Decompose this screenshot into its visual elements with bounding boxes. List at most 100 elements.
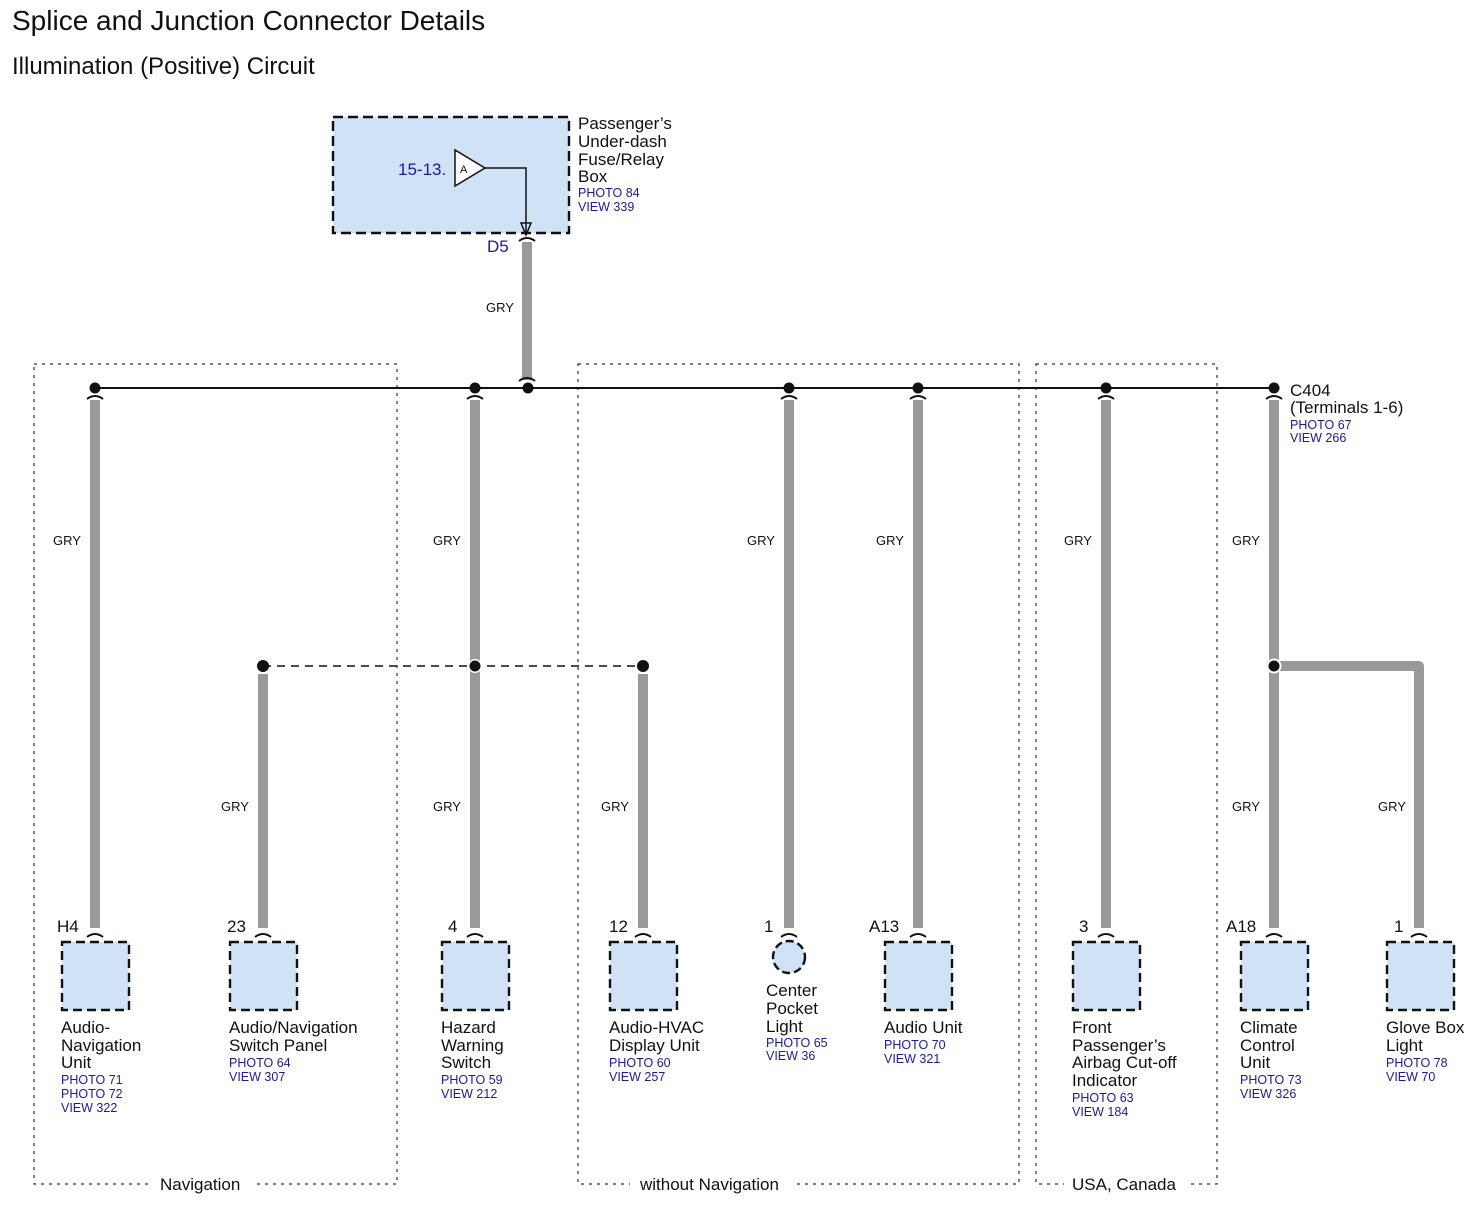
component-name-line: Front xyxy=(1072,1018,1112,1037)
component-name-line: Indicator xyxy=(1072,1071,1138,1090)
component-airbag-cutoff-indicator: 3 Front Passenger’s Airbag Cut-off Indic… xyxy=(1071,917,1177,1119)
component-ref[interactable]: PHOTO 72 xyxy=(61,1087,123,1101)
component-ref[interactable]: PHOTO 59 xyxy=(441,1073,503,1087)
wire-label-switch-panel: GRY xyxy=(221,799,249,814)
component-audio-navigation-switch-panel: 23 Audio/Navigation Switch Panel PHOTO 6… xyxy=(227,917,358,1084)
component-name-line: Navigation xyxy=(61,1036,141,1055)
group-without-navigation: without Navigation xyxy=(577,363,1020,1194)
component-name-line: Unit xyxy=(61,1053,92,1072)
fuse-box-view[interactable]: VIEW 339 xyxy=(578,200,634,214)
group-usa-canada: USA, Canada xyxy=(1035,363,1218,1194)
pin-label: 23 xyxy=(227,917,246,936)
junction-view[interactable]: VIEW 266 xyxy=(1290,431,1346,445)
pin-label: 3 xyxy=(1079,917,1088,936)
component-ref[interactable]: VIEW 257 xyxy=(609,1070,665,1084)
splice-dot xyxy=(522,382,534,394)
pin-label: 1 xyxy=(1394,917,1403,936)
wire-label-upper-1: GRY xyxy=(53,533,81,548)
fuse-box-name-line-1: Passenger’s xyxy=(578,114,672,133)
wire-label-hazard: GRY xyxy=(433,799,461,814)
pin-label: H4 xyxy=(57,917,79,936)
fuse-triangle-icon xyxy=(454,148,487,188)
wire-label-audio-hvac: GRY xyxy=(601,799,629,814)
pin-label: A13 xyxy=(869,917,899,936)
component-name-line: Passenger’s xyxy=(1072,1036,1166,1055)
component-name-line: Control xyxy=(1240,1036,1295,1055)
group-navigation: Navigation xyxy=(33,363,398,1194)
wire-label-fuse: GRY xyxy=(486,300,514,315)
pin-label: 4 xyxy=(448,917,457,936)
component-ref[interactable]: VIEW 36 xyxy=(766,1049,815,1063)
group-label-without-navigation: without Navigation xyxy=(639,1175,779,1194)
arrow-down-icon xyxy=(519,222,533,237)
component-climate-control-unit: A18 Climate Control Unit PHOTO 73 VIEW 3… xyxy=(1226,917,1310,1101)
component-ref[interactable]: PHOTO 65 xyxy=(766,1036,828,1050)
wire-label-upper-6: GRY xyxy=(1232,533,1260,548)
branch-wires xyxy=(90,400,1424,928)
bottom-caps xyxy=(86,933,1428,938)
fuse-symbol-letter: A xyxy=(460,164,468,176)
component-name-line: Airbag Cut-off xyxy=(1072,1053,1177,1072)
page-subtitle: Illumination (Positive) Circuit xyxy=(12,53,315,80)
bus-nodes xyxy=(86,382,1283,400)
component-ref[interactable]: VIEW 184 xyxy=(1072,1105,1128,1119)
component-glove-box-light: 1 Glove Box Light PHOTO 78 VIEW 70 xyxy=(1385,917,1465,1084)
component-name-line: Audio/Navigation xyxy=(229,1018,358,1037)
component-hazard-warning-switch: 4 Hazard Warning Switch PHOTO 59 VIEW 21… xyxy=(440,917,511,1101)
component-name-line: Switch Panel xyxy=(229,1036,327,1055)
component-name-line: Hazard xyxy=(441,1018,496,1037)
wire-label-climate: GRY xyxy=(1232,799,1260,814)
component-ref[interactable]: VIEW 326 xyxy=(1240,1087,1296,1101)
component-name-line: Audio-HVAC xyxy=(609,1018,704,1037)
component-name-line: Warning xyxy=(441,1036,504,1055)
component-name-line: Light xyxy=(1386,1036,1423,1055)
group-label-usa-canada: USA, Canada xyxy=(1072,1175,1176,1194)
page-title: Splice and Junction Connector Details xyxy=(12,5,485,36)
junction-photo[interactable]: PHOTO 67 xyxy=(1290,418,1352,432)
fuse-relay-box: 15-13. A xyxy=(331,115,571,237)
wire-label-glove-box: GRY xyxy=(1378,799,1406,814)
component-ref[interactable]: VIEW 212 xyxy=(441,1087,497,1101)
component-ref[interactable]: PHOTO 63 xyxy=(1072,1091,1134,1105)
light-bulb-icon xyxy=(771,939,807,975)
fuse-terminal: D5 xyxy=(487,237,509,256)
junction-name: C404 xyxy=(1290,381,1331,400)
pin-label: 1 xyxy=(764,917,773,936)
component-name-line: Climate xyxy=(1240,1018,1298,1037)
wire-label-upper-5: GRY xyxy=(1064,533,1092,548)
component-name-line: Pocket xyxy=(766,999,818,1018)
component-name-line: Switch xyxy=(441,1053,491,1072)
wire-label-upper-3: GRY xyxy=(747,533,775,548)
pin-label: A18 xyxy=(1226,917,1256,936)
component-name-line: Audio- xyxy=(61,1018,110,1037)
component-ref[interactable]: PHOTO 70 xyxy=(884,1038,946,1052)
fuse-box-name-line-3: Fuse/Relay xyxy=(578,150,664,169)
component-audio-unit: A13 Audio Unit PHOTO 70 VIEW 321 xyxy=(869,917,963,1066)
component-ref[interactable]: PHOTO 71 xyxy=(61,1073,123,1087)
component-ref[interactable]: VIEW 70 xyxy=(1386,1070,1435,1084)
component-ref[interactable]: PHOTO 64 xyxy=(229,1056,291,1070)
component-ref[interactable]: VIEW 322 xyxy=(61,1101,117,1115)
component-ref[interactable]: PHOTO 60 xyxy=(609,1056,671,1070)
fuse-ref: 15-13. xyxy=(398,160,446,179)
component-ref[interactable]: PHOTO 78 xyxy=(1386,1056,1448,1070)
mid-splices xyxy=(257,658,1282,674)
component-audio-navigation-unit: H4 Audio- Navigation Unit PHOTO 71 PHOTO… xyxy=(57,917,141,1115)
component-ref[interactable]: VIEW 321 xyxy=(884,1052,940,1066)
wire-label-upper-2: GRY xyxy=(433,533,461,548)
component-name-line: Display Unit xyxy=(609,1036,700,1055)
component-name-line: Audio Unit xyxy=(884,1018,963,1037)
component-center-pocket-light: 1 Center Pocket Light PHOTO 65 VIEW 36 xyxy=(764,917,828,1063)
component-name-line: Center xyxy=(766,981,817,1000)
component-name-line: Light xyxy=(766,1017,803,1036)
pin-label: 12 xyxy=(609,917,628,936)
component-name-line: Unit xyxy=(1240,1053,1271,1072)
fuse-box-name-line-2: Under-dash xyxy=(578,132,667,151)
wire-label-upper-4: GRY xyxy=(876,533,904,548)
component-ref[interactable]: VIEW 307 xyxy=(229,1070,285,1084)
component-ref[interactable]: PHOTO 73 xyxy=(1240,1073,1302,1087)
fuse-box-photo[interactable]: PHOTO 84 xyxy=(578,186,640,200)
junction-sub: (Terminals 1-6) xyxy=(1290,398,1403,417)
component-audio-hvac-display-unit: 12 Audio-HVAC Display Unit PHOTO 60 VIEW… xyxy=(608,917,704,1084)
